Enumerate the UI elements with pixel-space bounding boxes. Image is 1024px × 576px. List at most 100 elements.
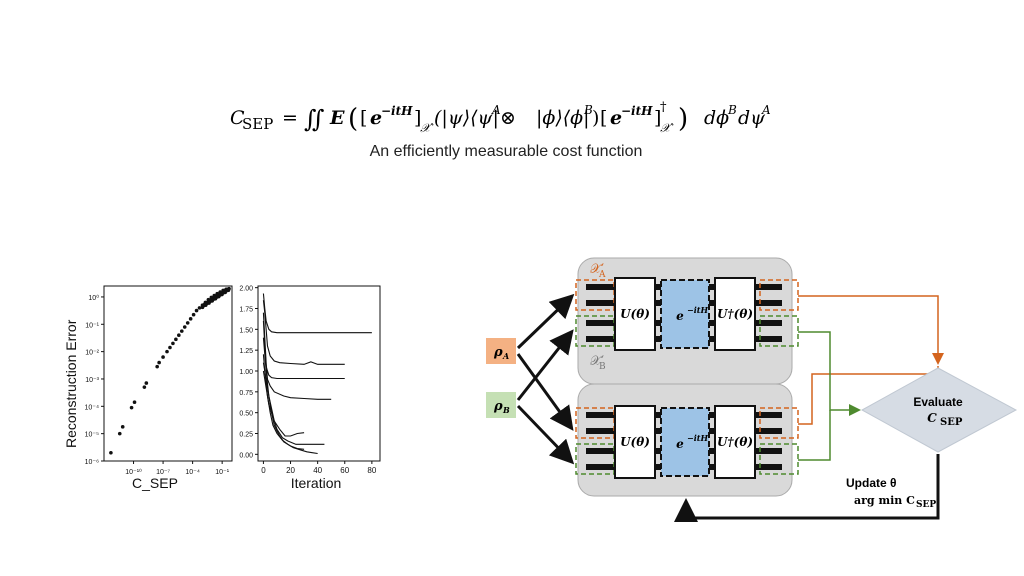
formula-exp-sup-2: −itH (621, 104, 653, 118)
line-plot-area (257, 285, 381, 462)
exp-label-bottom: e (676, 437, 684, 451)
chi-a-box-right (759, 279, 799, 311)
scatter-y-tick-label: 10⁻³ (85, 377, 99, 384)
formula-close: ) (678, 104, 688, 134)
line-y-tick-label: 0.00 (239, 452, 253, 459)
input-arrows (516, 293, 575, 465)
scatter-point (194, 308, 199, 313)
chi-a-box-right-bottom (759, 407, 799, 439)
line-x-tick-label: 80 (367, 466, 376, 475)
rho-a-sub: A (502, 351, 509, 361)
chi-a-sub: A (598, 270, 606, 280)
formula-paren-close: ) (592, 107, 599, 129)
chi-b-label: 𝒳′ (590, 354, 604, 369)
exp-gate-bottom (660, 407, 710, 477)
circuit-block-bottom: U(θ) e −itH U†(θ) (575, 383, 799, 497)
formula-measure: dϕ (704, 107, 729, 129)
line-xlabel: Iteration (291, 475, 342, 491)
scatter-point (185, 321, 190, 325)
scatter-point (144, 381, 149, 385)
formula-lhs: C (230, 107, 245, 129)
scatter-point (226, 288, 231, 293)
update-argmin: arg min C (854, 494, 915, 507)
scatter-y-tick-label: 10⁻⁴ (85, 404, 100, 411)
line-series (262, 312, 332, 400)
formula-kets: (|ψ⟩⟨ψ| (434, 107, 499, 129)
scatter-x-tick-label: 10⁻⁴ (185, 469, 200, 476)
udag-gate-top (714, 277, 756, 351)
line-y-tick-label: 2.00 (239, 286, 253, 293)
formula-kets2: |ϕ⟩⟨ϕ| (536, 107, 590, 129)
scatter-x-tick-label: 10⁻⁷ (156, 469, 170, 476)
exp-sup-top: −itH (687, 305, 708, 315)
rho-a-box (486, 338, 516, 364)
update-loop-arrow (674, 454, 940, 522)
scatter-point (168, 345, 172, 350)
evaluate-label: Evaluate (913, 395, 963, 409)
scatter-point (142, 385, 147, 389)
line-y-tick-label: 1.25 (239, 348, 253, 355)
udag-gate-bottom (714, 405, 756, 479)
rho-b-label: ρ (493, 399, 503, 414)
udag-label-bottom: U†(θ) (717, 435, 753, 449)
line-y-tick-label: 0.50 (239, 411, 253, 418)
scatter-point (171, 341, 175, 346)
scatter-ylabel: Reconstruction Error (63, 319, 79, 448)
evaluate-cost: C (927, 411, 937, 425)
formula-bracket-open-2: [ (600, 107, 607, 129)
scatter-point (117, 431, 122, 436)
exp-label-top: e (676, 309, 684, 323)
exp-gate-top (660, 279, 710, 349)
formula-expectation: E (329, 107, 345, 129)
formula-sup-a: A (491, 103, 501, 117)
scatter-xlabel: C_SEP (132, 475, 178, 491)
chi-b-box-right (759, 315, 799, 347)
scatter-x-tick-label: 10⁻¹ (215, 469, 229, 476)
scatter-plot-area (103, 285, 233, 462)
chi-b-sub: B (599, 362, 606, 372)
line-y-tick-label: 1.75 (239, 307, 253, 314)
line-x-tick-label: 40 (313, 466, 322, 475)
scatter-y-tick-label: 10⁻⁶ (85, 459, 99, 466)
scatter-point (177, 333, 181, 338)
rho-b-sub: B (502, 405, 510, 415)
formula-bracket-open: [ (360, 107, 367, 129)
scatter-point (161, 355, 165, 359)
u-label-top: U(θ) (620, 307, 650, 321)
line-series (262, 362, 318, 455)
formula-otimes: ⊗ (500, 107, 516, 129)
subtitle: An efficiently measurable cost function (369, 143, 643, 160)
formula-measure-sup-b: B (727, 103, 737, 117)
udag-label-top: U†(θ) (717, 307, 753, 321)
formula-eq: = (282, 107, 298, 129)
formula-chi-sub-2: 𝒳′ (660, 121, 674, 135)
formula-measure2: dψ (738, 107, 766, 129)
formula-sup-b: B (583, 103, 593, 117)
circuit-diagram: U(θ) e −itH U†(θ) 𝒳′ A 𝒳′ B U(θ) e −itH … (486, 257, 1018, 522)
formula-svg: C SEP = ∬ E ( [ e −itH ] 𝒳′ (|ψ⟩⟨ψ| A ⊗ … (230, 100, 771, 135)
scatter-y-tick-label: 10⁻⁵ (85, 432, 99, 439)
scatter-point (174, 337, 178, 342)
scatter-point (155, 364, 159, 369)
line-x-tick-label: 0 (261, 466, 266, 475)
update-label: Update θ (846, 476, 897, 490)
scatter-chart: Reconstruction Error C_SEP 10⁻¹⁰ 10⁻⁷ 10⁻⁴… (63, 285, 233, 491)
formula-dagger: † (660, 100, 667, 115)
update-argmin-sub: SEP (916, 500, 936, 510)
u-label-bottom: U(θ) (620, 435, 650, 449)
formula-lhs-sub: SEP (242, 115, 273, 133)
line-y-tick-label: 1.00 (239, 369, 253, 376)
scatter-point (182, 325, 187, 329)
scatter-point (109, 450, 113, 455)
evaluate-diamond (860, 367, 1018, 453)
formula-exp-base-2: e (610, 107, 622, 129)
formula-integral: ∬ (304, 105, 324, 133)
cost-function-formula: C SEP = ∬ E ( [ e −itH ] 𝒳′ (|ψ⟩⟨ψ| A ⊗ … (230, 96, 790, 136)
rho-b-box (486, 392, 516, 418)
exp-sup-bottom: −itH (687, 433, 708, 443)
scatter-y-tick-label: 10⁻¹ (85, 322, 99, 329)
scatter-x-tick-label: 10⁻¹⁰ (125, 468, 142, 476)
formula-chi-sub: 𝒳′ (420, 121, 434, 135)
scatter-point (188, 317, 193, 321)
scatter-point (197, 306, 202, 310)
